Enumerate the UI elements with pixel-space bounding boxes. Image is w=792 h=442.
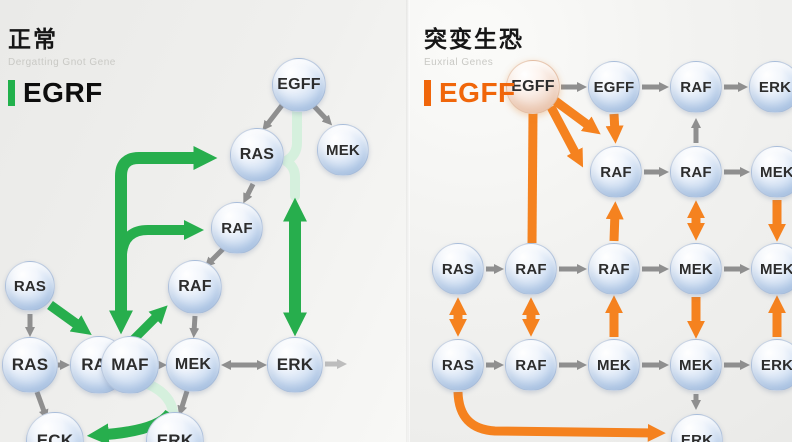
right-edge-egff1-raf4-long [527,112,538,244]
left-edge-ribbon-egff-down [281,106,302,201]
left-node-raf-1: RAF [211,202,263,254]
left-node-egff: EGFF [272,58,326,112]
left-node-ras-3: RAS [2,337,58,393]
left-subtitle: Dergatting Gnot Gene [8,57,116,68]
right-edge-egff1-raf2-diag1 [551,96,601,135]
left-edge-ras-to-maf [47,300,92,336]
right-node-raf-6: RAF [505,339,557,391]
right-node-mek-1: MEK [751,146,792,198]
right-title: 突变生恐 [424,26,524,52]
left-node-maf: MAF [101,336,159,394]
right-node-erk-2: ERK [751,339,792,391]
left-gene: EGRF [8,77,116,109]
left-node-mek-2: MEK [166,338,220,392]
left-accent-bar [8,80,15,106]
right-node-ras-2: RAS [432,339,484,391]
right-edge-raf5-raf2-up [605,201,624,242]
panel-divider [406,0,410,442]
left-panel-header: 正常 Dergatting Gnot Gene EGRF [8,20,116,109]
right-node-mek-5: MEK [670,339,722,391]
left-edge-egff-ras [262,102,285,131]
right-edge-ras2-erk3-curve [453,391,666,442]
left-node-erk-1: ERK [267,337,323,393]
left-edge-raf-mek [189,315,200,338]
left-node-ras-1: RAS [230,128,284,182]
right-node-raf-3: RAF [670,146,722,198]
left-edge-feedback-trunk-to-ras [109,146,218,335]
right-node-erk-1: ERK [749,61,792,113]
left-edge-ras-raf [243,182,256,204]
right-node-raf-4: RAF [505,243,557,295]
left-gene-label: EGRF [23,77,103,108]
right-node-raf-1: RAF [670,61,722,113]
right-node-mek-3: MEK [751,243,792,295]
left-edge-ras-eck [34,391,49,420]
right-node-mek-2: MEK [670,243,722,295]
right-node-egff-2: EGFF [588,61,640,113]
left-node-mek-1: MEK [317,124,369,176]
right-edge-egff2-raf2 [605,113,624,144]
right-gene-label: EGFF [439,77,516,108]
left-edge-raf-raf [204,247,225,268]
left-edge-feedback-branch-to-raf [117,220,204,255]
right-accent-bar [424,80,431,106]
right-edge-egff1-raf2-diag2 [547,104,584,168]
right-panel-header: 突变生恐 Euxrial Genes EGFF [424,20,524,109]
right-subtitle: Euxrial Genes [424,57,494,68]
right-gene: EGFF [424,77,524,109]
right-node-ras-1: RAS [432,243,484,295]
left-node-ras-2: RAS [5,261,55,311]
right-node-mek-4: MEK [588,339,640,391]
left-node-raf-2: RAF [168,260,222,314]
left-edge-maf-to-raf [129,305,168,344]
left-title: 正常 [8,26,58,52]
right-node-raf-5: RAF [588,243,640,295]
right-node-raf-2: RAF [590,146,642,198]
left-edge-mek-erk2 [177,390,190,416]
right-node-egff-1: EGFF [506,60,560,114]
